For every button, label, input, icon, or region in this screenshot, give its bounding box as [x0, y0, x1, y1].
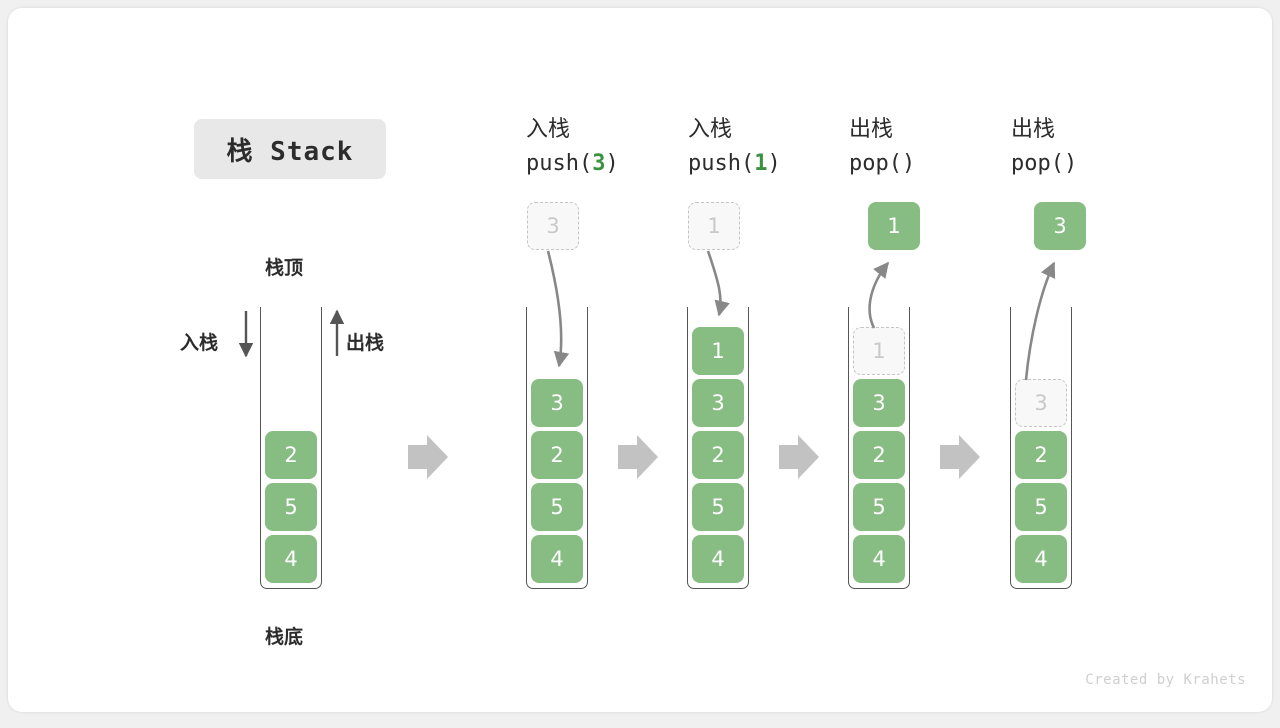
stack-cell: 4	[853, 535, 905, 583]
stack-cell: 2	[692, 431, 744, 479]
stage-header-pop-1: 出栈 pop()	[849, 113, 1009, 181]
stage-header-line2: pop()	[1011, 147, 1171, 181]
stage-header-fn: push(	[526, 151, 593, 176]
stack-cells-push-3: 3 2 5 4	[531, 379, 583, 583]
stack-cell: 2	[853, 431, 905, 479]
title-chip-label: 栈 Stack	[226, 136, 354, 167]
stack-container-pop-2	[1010, 307, 1072, 589]
stage-header-close: )	[1063, 151, 1078, 176]
stack-cell: 5	[853, 483, 905, 531]
floating-cell-push-3: 3	[527, 202, 579, 250]
stack-cell: 3	[692, 379, 744, 427]
stage-header-line2: push(1)	[688, 147, 848, 181]
credit-text: Created by Krahets	[1085, 672, 1246, 688]
stage-header-close: )	[901, 151, 916, 176]
stack-cell: 4	[1015, 535, 1067, 583]
stage-header-line2: push(3)	[526, 147, 686, 181]
stack-cells-initial: 2 5 4	[265, 431, 317, 583]
stage-header-fn: pop(	[849, 151, 902, 176]
stack-cells-push-1: 1 3 2 5 4	[692, 327, 744, 583]
stage-header-push-3: 入栈 push(3)	[526, 113, 686, 181]
stage-header-fn: push(	[688, 151, 755, 176]
stage-header-line1: 入栈	[688, 117, 733, 142]
stack-cell: 3	[853, 379, 905, 427]
stack-container-push-3	[526, 307, 588, 589]
stack-cells-pop-2: 3 2 5 4	[1015, 379, 1067, 583]
stack-cell: 3	[1015, 379, 1067, 427]
stack-cell: 1	[853, 327, 905, 375]
stack-top-label: 栈顶	[265, 257, 304, 279]
stack-container-pop-1	[848, 307, 910, 589]
stack-container-initial	[260, 307, 322, 589]
stage-header-close: )	[767, 151, 781, 176]
stack-cell: 2	[531, 431, 583, 479]
diagram-card: 栈 Stack 栈顶 入栈 出栈 2 5 4 栈底 入栈 push(3) 3 3…	[8, 8, 1272, 712]
stack-cells-pop-1: 1 3 2 5 4	[853, 327, 905, 583]
stack-bottom-label: 栈底	[265, 626, 304, 648]
stack-cell: 4	[531, 535, 583, 583]
stage-header-arg: 1	[754, 151, 768, 176]
floating-cell-pop-2: 3	[1034, 202, 1086, 250]
stage-separator-arrow	[408, 435, 448, 479]
stack-cell: 4	[692, 535, 744, 583]
stage-header-fn: pop(	[1011, 151, 1064, 176]
stack-cell: 5	[692, 483, 744, 531]
stage-header-arg: 3	[592, 151, 606, 176]
stage-separator-arrow	[779, 435, 819, 479]
stage-header-line1: 入栈	[526, 117, 571, 142]
stack-cell: 3	[531, 379, 583, 427]
stage-header-line1: 出栈	[849, 117, 894, 142]
push-direction-label: 入栈	[180, 332, 219, 354]
stage-header-line1: 出栈	[1011, 117, 1056, 142]
stage-separator-arrow	[618, 435, 658, 479]
stage-header-line2: pop()	[849, 147, 1009, 181]
stack-cell: 5	[265, 483, 317, 531]
stack-cell: 1	[692, 327, 744, 375]
stack-cell: 4	[265, 535, 317, 583]
stack-cell: 2	[265, 431, 317, 479]
stack-cell: 2	[1015, 431, 1067, 479]
floating-cell-pop-1: 1	[868, 202, 920, 250]
push-1-motion-arrow	[706, 250, 730, 317]
stage-header-close: )	[605, 151, 619, 176]
stack-cell: 5	[1015, 483, 1067, 531]
pop-direction-label: 出栈	[346, 332, 385, 354]
stage-header-pop-2: 出栈 pop()	[1011, 113, 1171, 181]
stage-separator-arrow	[940, 435, 980, 479]
stack-cell: 5	[531, 483, 583, 531]
floating-cell-push-1: 1	[688, 202, 740, 250]
stage-header-push-1: 入栈 push(1)	[688, 113, 848, 181]
stack-container-push-1	[687, 307, 749, 589]
title-chip: 栈 Stack	[194, 119, 386, 179]
